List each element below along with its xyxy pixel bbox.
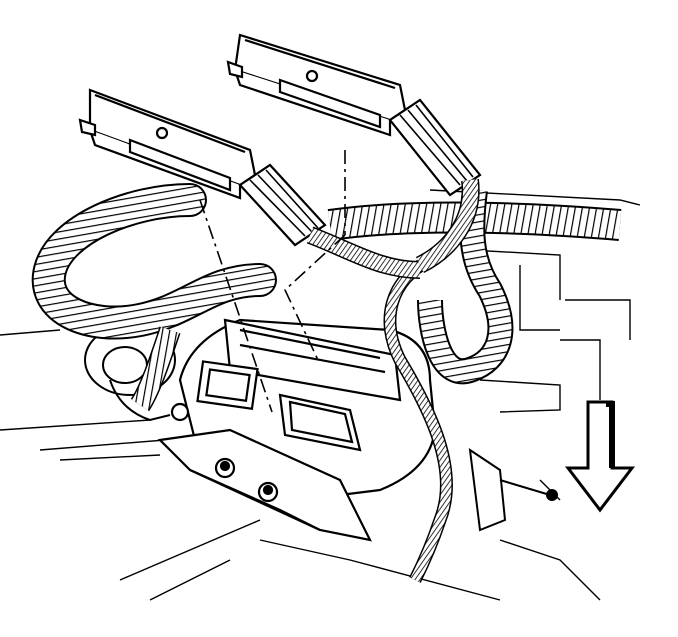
harness-connector-rear (226, 33, 482, 197)
background-structure (0, 189, 641, 601)
taped-wire-bundle (306, 178, 480, 279)
adjustment-rod (468, 447, 558, 532)
mounting-bracket (157, 428, 372, 542)
harness-conduit-left (31, 183, 277, 412)
harness-connector-front (78, 88, 327, 247)
alignment-guide-lines (199, 150, 346, 413)
down-arrow-icon (564, 400, 636, 513)
wire-conduit-thin (383, 254, 453, 583)
